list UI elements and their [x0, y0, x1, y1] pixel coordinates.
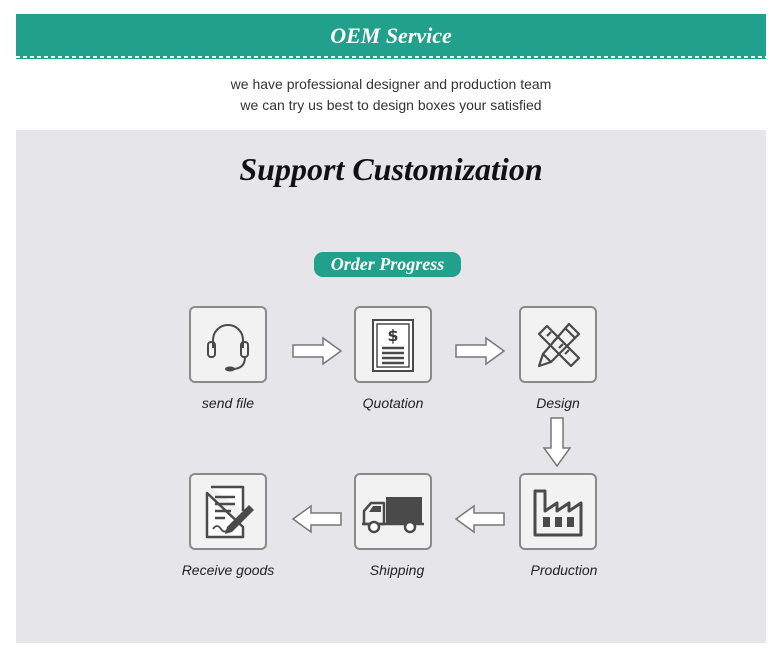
oem-service-banner: OEM Service: [16, 14, 766, 59]
factory-icon: [533, 489, 583, 537]
arrow-right-icon: [455, 336, 506, 366]
headset-icon: [207, 324, 249, 372]
step-shipping: [354, 473, 432, 550]
step-label-design: Design: [536, 395, 580, 411]
step-label-production: Production: [530, 562, 598, 578]
customization-panel: Support Customization Order Progress sen…: [16, 130, 766, 643]
quotation-document-icon: $: [372, 319, 414, 372]
svg-text:$: $: [387, 326, 398, 345]
banner-dashed-divider: [16, 56, 766, 58]
step-quotation: $: [354, 306, 432, 383]
support-customization-heading: Support Customization: [239, 151, 543, 187]
step-label-receive-goods: Receive goods: [181, 562, 275, 578]
step-send-file: [189, 306, 267, 383]
step-label-shipping: Shipping: [369, 562, 425, 578]
delivery-truck-icon: [362, 497, 424, 534]
arrow-down-icon: [542, 417, 572, 468]
arrow-left-icon: [454, 504, 505, 534]
arrow-left-icon: [291, 504, 342, 534]
pencil-ruler-icon: [537, 322, 581, 368]
banner-title: OEM Service: [330, 23, 452, 48]
step-production: [519, 473, 597, 550]
order-progress-badge: Order Progress: [314, 252, 461, 277]
intro-line-1: we have professional designer and produc…: [230, 76, 552, 92]
step-label-quotation: Quotation: [362, 395, 424, 411]
step-design: [519, 306, 597, 383]
step-label-send-file: send file: [201, 395, 255, 411]
intro-line-2: we can try us best to design boxes your …: [240, 97, 542, 113]
arrow-right-icon: [292, 336, 343, 366]
signed-document-icon: [205, 485, 254, 539]
step-receive-goods: [189, 473, 267, 550]
